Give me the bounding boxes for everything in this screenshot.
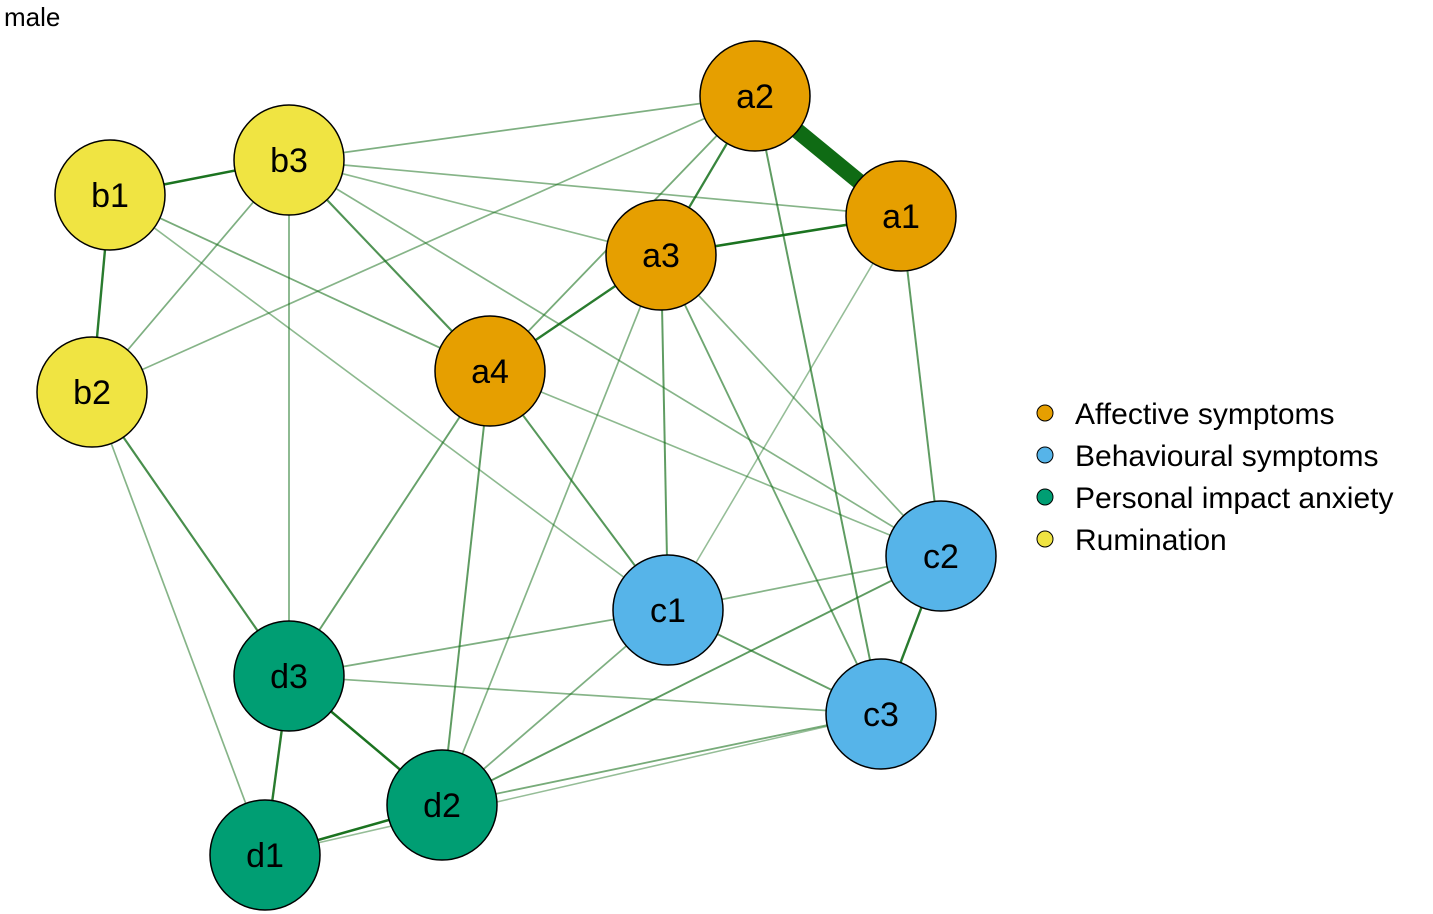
node-circle-d1 [209, 799, 321, 911]
edge-layer [90, 89, 943, 857]
legend-item-behavioural: Behavioural symptoms [1036, 440, 1378, 473]
edge-c2-d2 [441, 555, 942, 806]
node-a2: a2 [699, 40, 811, 152]
node-circle-d3 [233, 620, 345, 732]
node-label-d2: d2 [423, 787, 461, 825]
node-label-b1: b1 [91, 177, 129, 215]
edge-b3-c2 [288, 159, 942, 557]
edge-b2-d3 [91, 391, 290, 677]
node-a3: a3 [605, 199, 717, 311]
node-circle-b3 [233, 104, 345, 216]
edge-a1-c1 [667, 215, 902, 611]
legend-label-rumination: Rumination [1075, 524, 1227, 557]
legend-item-personal: Personal impact anxiety [1036, 482, 1394, 515]
edge-a4-d3 [288, 370, 491, 677]
legend-marker-behavioural [1036, 446, 1054, 464]
node-circle-c1 [612, 554, 724, 666]
node-a1: a1 [845, 160, 957, 272]
edge-a2-c3 [754, 95, 882, 715]
edge-c1-d3 [288, 609, 669, 677]
node-c1: c1 [612, 554, 724, 666]
node-label-d3: d3 [270, 658, 308, 696]
edge-a4-d2 [441, 370, 491, 806]
node-label-b3: b3 [270, 142, 308, 180]
node-circle-a2 [699, 40, 811, 152]
edge-b2-d1 [91, 391, 266, 856]
edge-c3-d1 [264, 713, 882, 856]
node-a4: a4 [434, 315, 546, 427]
node-circle-b2 [36, 336, 148, 448]
node-b3: b3 [233, 104, 345, 216]
edge-a3-d2 [441, 254, 662, 806]
node-b2: b2 [36, 336, 148, 448]
node-d2: d2 [386, 749, 498, 861]
edge-b3-a2 [288, 95, 756, 161]
legend-item-rumination: Rumination [1036, 524, 1227, 557]
edge-b3-a3 [288, 159, 662, 256]
legend-marker-personal [1036, 488, 1054, 506]
node-circle-c3 [825, 658, 937, 770]
legend-label-behavioural: Behavioural symptoms [1075, 440, 1378, 473]
node-layer: a1 a2 a3 a4 b1 b2 b3 c1 c2 c3 d1 d2 d3 [36, 40, 997, 911]
node-label-a1: a1 [882, 198, 920, 236]
legend-marker-affective [1036, 404, 1054, 422]
node-label-a4: a4 [471, 353, 509, 391]
edge-a3-c1 [660, 254, 669, 611]
node-circle-a3 [605, 199, 717, 311]
node-circle-a4 [434, 315, 546, 427]
edge-c3-d2 [441, 713, 882, 806]
node-circle-a1 [845, 160, 957, 272]
node-label-b2: b2 [73, 374, 111, 412]
node-label-c3: c3 [863, 696, 899, 734]
node-circle-c2 [885, 500, 997, 612]
node-circle-b1 [54, 139, 166, 251]
legend-label-personal: Personal impact anxiety [1075, 482, 1394, 515]
node-label-a2: a2 [736, 78, 774, 116]
edge-b1-c1 [109, 194, 669, 611]
node-label-c2: c2 [923, 538, 959, 576]
node-b1: b1 [54, 139, 166, 251]
edge-a1-c2 [900, 215, 942, 557]
node-circle-d2 [386, 749, 498, 861]
node-label-a3: a3 [642, 237, 680, 275]
node-label-d1: d1 [246, 837, 284, 875]
edge-a3-c2 [660, 254, 942, 557]
node-d3: d3 [233, 620, 345, 732]
plot-title: male [4, 2, 61, 32]
edge-b3-a1 [288, 159, 902, 217]
edge-b2-a2 [91, 95, 756, 393]
node-c2: c2 [885, 500, 997, 612]
legend-label-affective: Affective symptoms [1075, 398, 1335, 431]
edge-b1-a4 [109, 194, 491, 372]
node-c3: c3 [825, 658, 937, 770]
edge-a3-c3 [660, 254, 882, 715]
legend-marker-rumination [1036, 530, 1054, 548]
edge-a4-c2 [489, 370, 942, 557]
node-label-c1: c1 [650, 592, 686, 630]
node-d1: d1 [209, 799, 321, 911]
edge-c3-d3 [288, 675, 882, 715]
legend-item-affective: Affective symptoms [1036, 398, 1335, 431]
